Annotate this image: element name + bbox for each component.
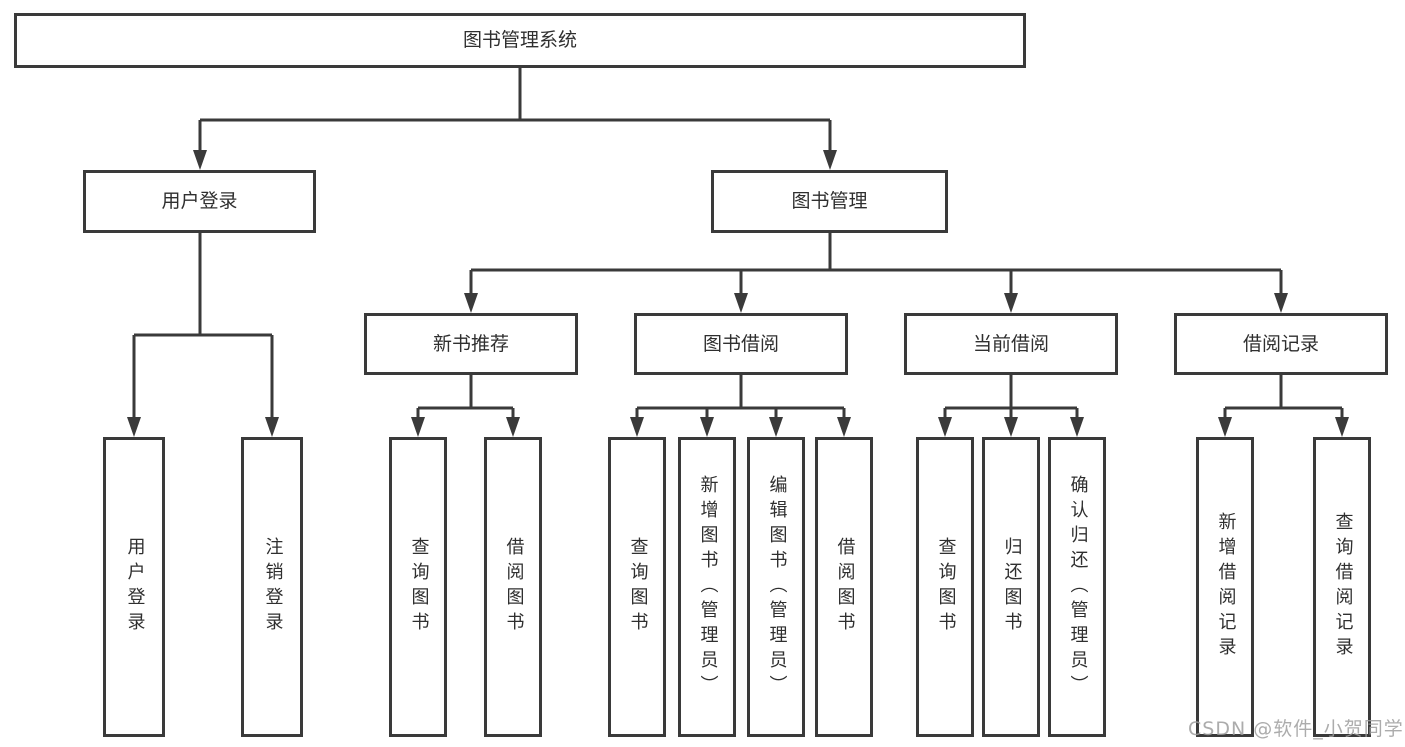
leaf-edit-books-admin: 编辑图书（管理员） xyxy=(747,437,805,737)
leaf-borrow-books-recommend-label: 借阅图书 xyxy=(503,537,525,637)
node-library-system-label: 图书管理系统 xyxy=(462,29,577,52)
node-user-login: 用户登录 xyxy=(83,170,316,233)
csdn-watermark: CSDN @软件_小贺同学 xyxy=(1188,718,1404,740)
leaf-add-books-admin-label: 新增图书（管理员） xyxy=(697,474,719,700)
leaf-borrow-books: 借阅图书 xyxy=(815,437,873,737)
node-current-borrowing: 当前借阅 xyxy=(904,313,1118,375)
node-library-system: 图书管理系统 xyxy=(14,13,1026,68)
leaf-query-books-recommend: 查询图书 xyxy=(389,437,447,737)
node-borrowing-records: 借阅记录 xyxy=(1174,313,1388,375)
leaf-query-books-current: 查询图书 xyxy=(916,437,974,737)
leaf-query-books-recommend-label: 查询图书 xyxy=(408,537,430,637)
node-book-management-label: 图书管理 xyxy=(791,190,868,213)
leaf-confirm-return-admin-label: 确认归还（管理员） xyxy=(1067,474,1089,700)
leaf-add-borrow-record-label: 新增借阅记录 xyxy=(1215,512,1237,662)
leaf-return-books-label: 归还图书 xyxy=(1001,537,1023,637)
leaf-query-books-current-label: 查询图书 xyxy=(935,537,957,637)
leaf-confirm-return-admin: 确认归还（管理员） xyxy=(1048,437,1106,737)
node-new-book-recommendation: 新书推荐 xyxy=(364,313,578,375)
node-book-borrowing-label: 图书借阅 xyxy=(702,332,779,355)
leaf-logout-label: 注销登录 xyxy=(262,537,284,637)
leaf-query-books-borrowing-label: 查询图书 xyxy=(627,537,649,637)
node-current-borrowing-label: 当前借阅 xyxy=(972,332,1049,355)
node-new-book-recommendation-label: 新书推荐 xyxy=(432,332,509,355)
node-book-management: 图书管理 xyxy=(711,170,948,233)
leaf-user-login-label: 用户登录 xyxy=(124,537,146,637)
leaf-add-borrow-record: 新增借阅记录 xyxy=(1196,437,1254,737)
leaf-logout: 注销登录 xyxy=(241,437,303,737)
leaf-borrow-books-label: 借阅图书 xyxy=(834,537,856,637)
leaf-query-borrow-record: 查询借阅记录 xyxy=(1313,437,1371,737)
leaf-edit-books-admin-label: 编辑图书（管理员） xyxy=(766,474,788,700)
node-user-login-label: 用户登录 xyxy=(161,190,238,213)
leaf-borrow-books-recommend: 借阅图书 xyxy=(484,437,542,737)
node-borrowing-records-label: 借阅记录 xyxy=(1242,332,1319,355)
node-book-borrowing: 图书借阅 xyxy=(634,313,848,375)
leaf-return-books: 归还图书 xyxy=(982,437,1040,737)
leaf-query-borrow-record-label: 查询借阅记录 xyxy=(1332,512,1354,662)
leaf-add-books-admin: 新增图书（管理员） xyxy=(678,437,736,737)
leaf-query-books-borrowing: 查询图书 xyxy=(608,437,666,737)
leaf-user-login: 用户登录 xyxy=(103,437,165,737)
